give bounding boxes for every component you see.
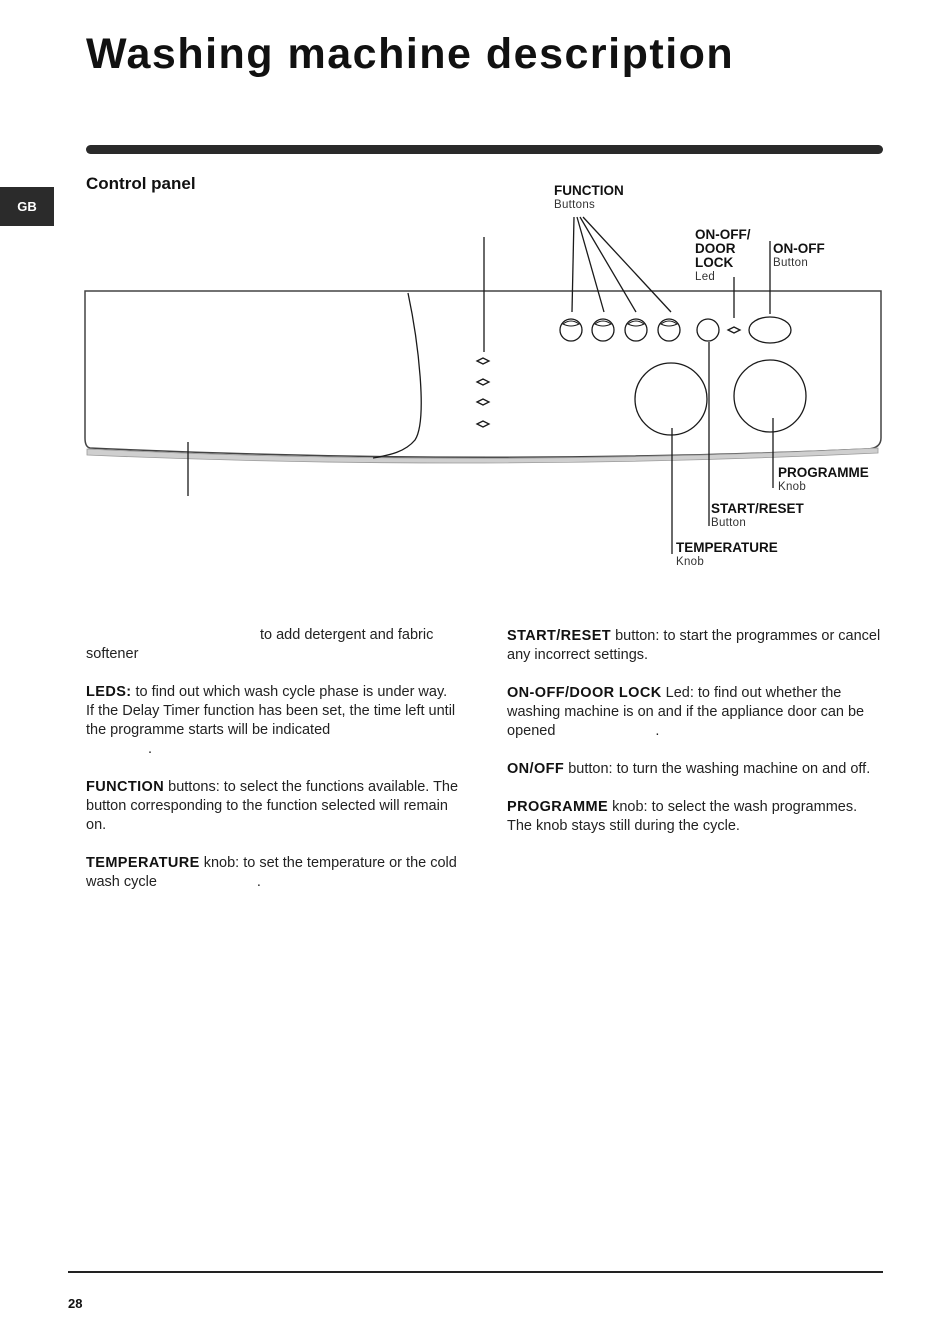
function-button-4 [657, 318, 681, 342]
description-programme-term: PROGRAMME [507, 799, 609, 815]
start-reset-label-name: START/RESET [711, 501, 804, 516]
description-onoff-door-lock-end: . [655, 723, 660, 739]
descriptions-right-column: START/RESET button: to start the program… [507, 627, 882, 855]
description-programme: PROGRAMME knob: to select the wash progr… [507, 798, 882, 836]
description-onoff-term: ON/OFF [507, 761, 565, 777]
onoff-label-sub: Button [773, 257, 809, 269]
description-leds-end: . [148, 741, 153, 757]
description-leds-term: LEDS: [86, 684, 132, 700]
panel-outline [84, 290, 882, 458]
description-temperature: TEMPERATURE knob: to set the temperature… [86, 854, 461, 892]
language-tab: GB [0, 187, 54, 226]
onoff-door-lock-sub: Led [695, 271, 716, 283]
programme-label: PROGRAMME Knob [778, 466, 869, 494]
description-onoff-door-lock: ON-OFF/DOOR LOCK Led: to find out whethe… [507, 684, 882, 741]
description-function: FUNCTION buttons: to select the function… [86, 778, 461, 835]
description-temperature-text: knob: to set the temperature or the cold… [86, 855, 457, 890]
programme-label-sub: Knob [778, 481, 807, 493]
description-start-reset-term: START/RESET [507, 628, 612, 644]
function-label: FUNCTION Buttons [554, 184, 624, 212]
function-button-3 [624, 318, 648, 342]
led-4 [475, 420, 491, 428]
footer-rule [68, 1271, 883, 1273]
onoff-door-lock-label: ON-OFF/ DOOR LOCK Led [695, 228, 751, 284]
page-number: 28 [68, 1296, 83, 1311]
function-label-sub: Buttons [554, 199, 596, 211]
programme-knob [733, 359, 807, 433]
description-onoff-door-lock-term: ON-OFF/DOOR LOCK [507, 685, 662, 701]
temperature-label-sub: Knob [676, 556, 705, 568]
start-reset-button [696, 318, 720, 342]
start-reset-label: START/RESET Button [711, 502, 804, 530]
control-panel-diagram [84, 216, 882, 554]
temperature-label-name: TEMPERATURE [676, 540, 778, 555]
on-off-button [748, 316, 792, 344]
description-programme-text: knob: to select the wash programmes. The… [507, 799, 858, 834]
temperature-label: TEMPERATURE Knob [676, 541, 778, 569]
function-button-1 [559, 318, 583, 342]
description-function-text: buttons: to select the functions availab… [86, 779, 459, 833]
onoff-door-lock-line3: LOCK [695, 255, 734, 270]
description-function-term: FUNCTION [86, 779, 165, 795]
led-3 [475, 398, 491, 406]
description-leds-extra: If the Delay Timer function has been set… [86, 703, 456, 738]
description-start-reset: START/RESET button: to start the program… [507, 627, 882, 665]
dispenser-drawer-edge [372, 292, 422, 459]
description-dispenser-text: to add detergent and fabric softener [86, 627, 434, 662]
onoff-door-lock-line1: ON-OFF/ [695, 227, 751, 242]
description-onoff-door-lock-text: Led: to find out whether the washing mac… [507, 685, 865, 739]
descriptions-left-column: to add detergent and fabric softener LED… [86, 626, 461, 911]
onoff-door-lock-line2: DOOR [695, 241, 736, 256]
description-onoff-text: button: to turn the washing machine on a… [568, 761, 871, 777]
description-temperature-end: . [256, 874, 261, 890]
programme-label-name: PROGRAMME [778, 465, 869, 480]
onoff-label: ON-OFF Button [773, 242, 825, 270]
start-reset-label-sub: Button [711, 517, 747, 529]
led-2 [475, 378, 491, 386]
door-lock-led [726, 326, 742, 334]
panel-bevel [86, 447, 879, 464]
function-button-2 [591, 318, 615, 342]
temperature-knob [634, 362, 708, 436]
description-leds: LEDS: to find out which wash cycle phase… [86, 683, 461, 759]
function-label-name: FUNCTION [554, 183, 624, 198]
description-start-reset-text: button: to start the programmes or cance… [507, 628, 881, 663]
description-dispenser: to add detergent and fabric softener [86, 626, 461, 664]
onoff-label-name: ON-OFF [773, 241, 825, 256]
description-temperature-term: TEMPERATURE [86, 855, 200, 871]
page-title: Washing machine description [86, 30, 735, 78]
header-rule [86, 145, 883, 154]
description-onoff: ON/OFF button: to turn the washing machi… [507, 760, 882, 779]
section-heading: Control panel [86, 174, 196, 193]
led-1 [475, 357, 491, 365]
description-leds-text: to find out which wash cycle phase is un… [135, 684, 448, 700]
